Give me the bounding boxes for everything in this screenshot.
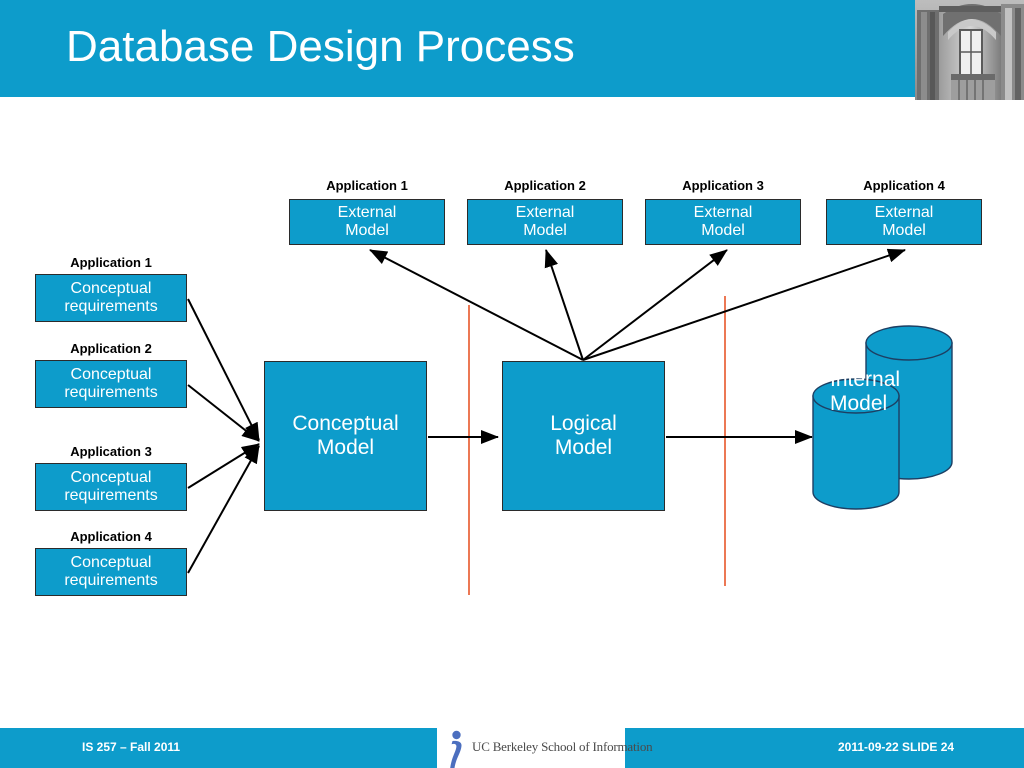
external-model-box-3[interactable]: External Model xyxy=(645,199,801,245)
external-model-line1: External xyxy=(693,204,753,222)
requirements-line2: requirements xyxy=(64,487,158,504)
footer-right-bar xyxy=(625,728,1024,768)
campus-building-photo xyxy=(915,0,1024,100)
footer-logo-plate xyxy=(437,728,625,768)
external-model-line1: External xyxy=(874,204,934,222)
external-model-box-2[interactable]: External Model xyxy=(467,199,623,245)
external-app-label-4: Application 4 xyxy=(863,178,945,193)
header-bar xyxy=(0,0,1024,97)
logical-model-line2: Model xyxy=(554,436,613,459)
external-model-box-4[interactable]: External Model xyxy=(826,199,982,245)
logical-model-line1: Logical xyxy=(550,412,617,436)
external-model-line2: Model xyxy=(523,222,567,239)
conceptual-requirements-box-3[interactable]: Conceptual requirements xyxy=(35,463,187,511)
requirements-line2: requirements xyxy=(64,298,158,315)
footer-left-bar xyxy=(0,728,437,768)
requirements-app-label-3: Application 3 xyxy=(70,444,152,459)
internal-model-line2: Model xyxy=(830,391,888,415)
page-title: Database Design Process xyxy=(66,22,575,71)
conceptual-requirements-box-2[interactable]: Conceptual requirements xyxy=(35,360,187,408)
requirements-app-label-2: Application 2 xyxy=(70,341,152,356)
external-model-line2: Model xyxy=(345,222,389,239)
logical-to-external-arrows xyxy=(369,248,906,361)
requirements-to-conceptual-arrows xyxy=(187,298,260,574)
ischool-i-logo-icon xyxy=(443,728,471,768)
external-app-label-3: Application 3 xyxy=(682,178,764,193)
requirements-line1: Conceptual xyxy=(70,366,152,384)
requirements-line1: Conceptual xyxy=(70,554,152,572)
external-model-box-1[interactable]: External Model xyxy=(289,199,445,245)
requirements-line1: Conceptual xyxy=(70,469,152,487)
requirements-line1: Conceptual xyxy=(70,280,152,298)
footer-course-label: IS 257 – Fall 2011 xyxy=(82,740,181,754)
requirements-app-label-4: Application 4 xyxy=(70,529,152,544)
conceptual-model-line1: Conceptual xyxy=(292,412,399,436)
external-model-line2: Model xyxy=(701,222,745,239)
requirements-line2: requirements xyxy=(64,384,158,401)
external-model-line1: External xyxy=(337,204,397,222)
internal-model-label: Internal Model xyxy=(830,368,900,415)
requirements-app-label-1: Application 1 xyxy=(70,255,152,270)
requirements-line2: requirements xyxy=(64,572,158,589)
footer-logo-label: UC Berkeley School of Information xyxy=(472,739,653,754)
conceptual-requirements-box-1[interactable]: Conceptual requirements xyxy=(35,274,187,322)
internal-model-line1: Internal xyxy=(830,368,901,391)
conceptual-requirements-box-4[interactable]: Conceptual requirements xyxy=(35,548,187,596)
external-model-line2: Model xyxy=(882,222,926,239)
external-app-label-2: Application 2 xyxy=(504,178,586,193)
logical-model-box[interactable]: Logical Model xyxy=(502,361,665,511)
footer-slide-label: 2011-09-22 SLIDE 24 xyxy=(838,740,955,754)
external-model-line1: External xyxy=(515,204,575,222)
conceptual-model-box[interactable]: Conceptual Model xyxy=(264,361,427,511)
conceptual-model-line2: Model xyxy=(316,436,375,459)
external-app-label-1: Application 1 xyxy=(326,178,408,193)
